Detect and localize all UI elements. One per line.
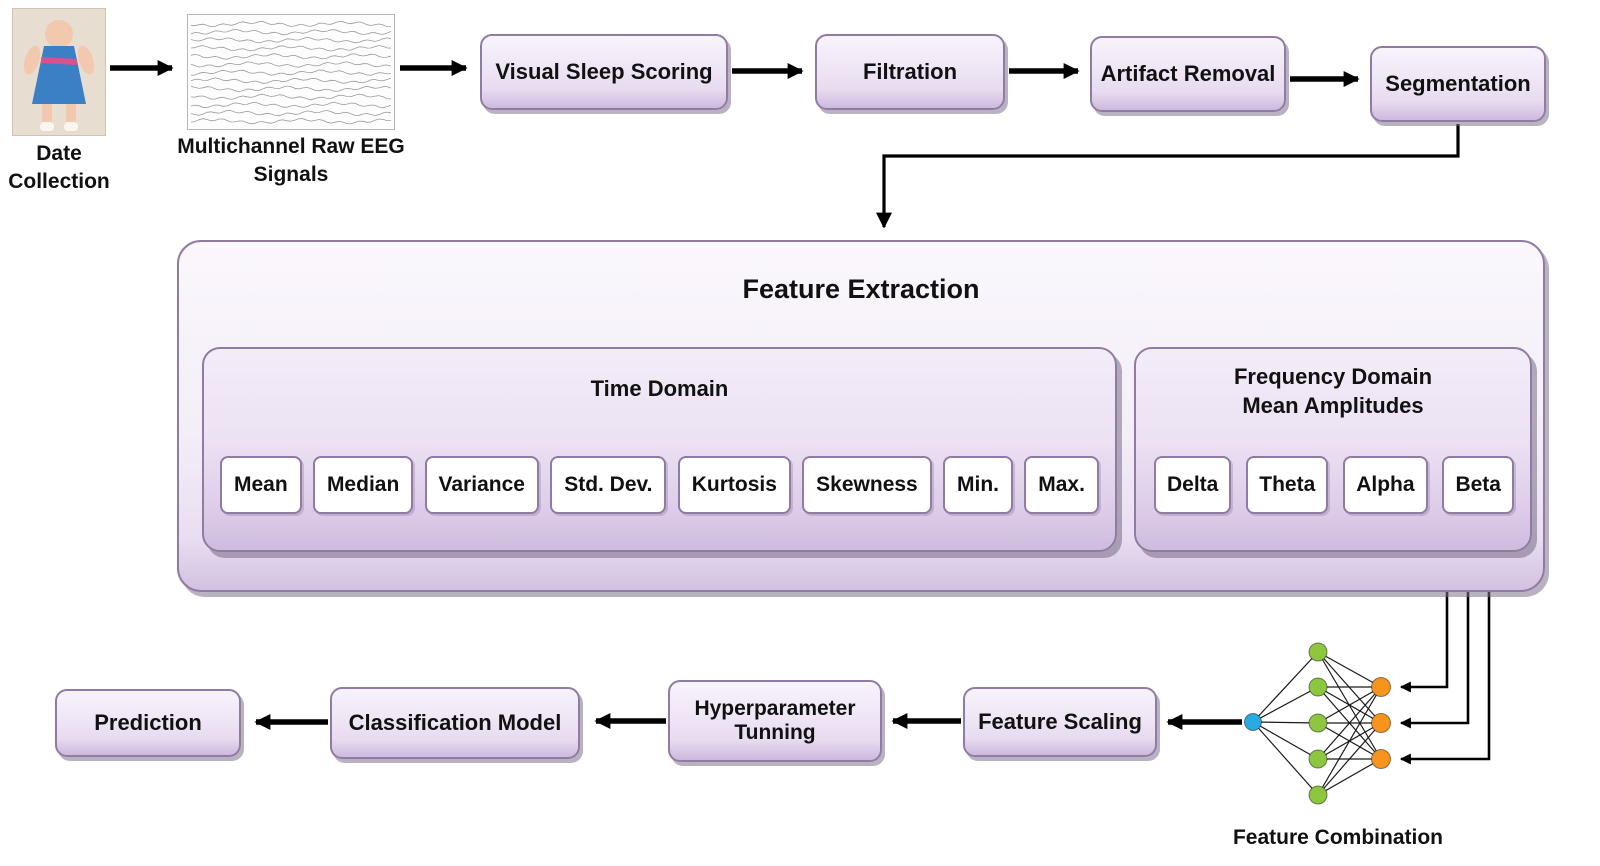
feature-extraction-panel: Feature Extraction Time Domain Mean Medi… xyxy=(177,240,1545,592)
step-filtration: Filtration xyxy=(815,34,1005,110)
nn-edge xyxy=(1317,722,1382,796)
feature-extraction-title: Feature Extraction xyxy=(742,274,980,304)
eeg-trace xyxy=(190,36,392,44)
eeg-trace xyxy=(190,69,392,76)
step-visual-sleep-scoring: Visual Sleep Scoring xyxy=(480,34,728,110)
eeg-trace xyxy=(190,77,392,84)
feature-combination-network xyxy=(1244,642,1391,805)
nn-node-green xyxy=(1308,677,1328,697)
nn-edge xyxy=(1252,721,1319,760)
nn-edge xyxy=(1317,722,1382,760)
chip-std-dev: Std. Dev. xyxy=(550,456,667,514)
chip-theta: Theta xyxy=(1246,456,1329,514)
eeg-trace xyxy=(190,20,392,28)
nn-edge xyxy=(1317,686,1382,724)
time-domain-chips: Mean Median Variance Std. Dev. Kurtosis … xyxy=(220,456,1099,514)
nn-node-green xyxy=(1308,749,1328,769)
chip-max: Max. xyxy=(1024,456,1099,514)
chip-delta: Delta xyxy=(1154,456,1232,514)
eeg-trace xyxy=(190,118,391,125)
eeg-trace xyxy=(190,45,392,52)
nn-edge xyxy=(1317,686,1382,724)
chip-median: Median xyxy=(312,456,414,514)
nn-node-orange xyxy=(1371,749,1391,769)
nn-edge xyxy=(1317,686,1382,760)
nn-edge xyxy=(1317,758,1382,796)
eeg-trace xyxy=(190,53,392,60)
chip-alpha: Alpha xyxy=(1343,456,1428,514)
nn-edge xyxy=(1317,651,1382,688)
nn-node-green xyxy=(1308,713,1328,733)
eeg-trace xyxy=(190,101,392,109)
frequency-domain-chips: Delta Theta Alpha Beta xyxy=(1154,456,1514,514)
eeg-signal-image xyxy=(187,14,395,130)
step-feature-scaling: Feature Scaling xyxy=(963,687,1157,757)
eeg-label: Multichannel Raw EEG Signals xyxy=(177,135,405,187)
step-artifact-removal: Artifact Removal xyxy=(1090,36,1286,112)
nn-edge xyxy=(1317,651,1382,724)
step-hyperparameter-tunning: Hyperparameter Tunning xyxy=(668,680,882,762)
arrow-fe-to-node-1 xyxy=(1399,592,1449,693)
eeg-trace xyxy=(190,61,392,68)
nn-edge xyxy=(1252,721,1319,796)
eeg-trace xyxy=(190,85,392,93)
frequency-domain-title: Frequency Domain Mean Amplitudes xyxy=(1233,364,1433,418)
step-segmentation: Segmentation xyxy=(1370,46,1546,122)
feature-combination-label: Feature Combination xyxy=(1232,826,1443,849)
nn-edge xyxy=(1252,686,1319,723)
nn-node-blue xyxy=(1244,713,1262,731)
chip-skewness: Skewness xyxy=(802,456,932,514)
baby-photo xyxy=(11,7,107,141)
nn-edge xyxy=(1317,651,1382,760)
data-collection-label: Date Collection xyxy=(8,142,110,194)
chip-kurtosis: Kurtosis xyxy=(677,456,791,514)
nn-edge xyxy=(1252,651,1319,723)
nn-node-green xyxy=(1308,785,1328,805)
arrow-fe-to-node-2 xyxy=(1399,592,1470,729)
eeg-trace xyxy=(190,93,392,101)
eeg-trace xyxy=(190,110,392,117)
step-prediction: Prediction xyxy=(55,689,241,757)
chip-variance: Variance xyxy=(424,456,539,514)
step-classification-model: Classification Model xyxy=(330,687,580,759)
nn-edge xyxy=(1317,686,1382,760)
chip-beta: Beta xyxy=(1442,456,1514,514)
time-domain-title: Time Domain xyxy=(590,376,729,401)
nn-edge xyxy=(1252,721,1319,724)
time-domain-panel: Time Domain Mean Median Variance Std. De… xyxy=(202,347,1117,552)
nn-edge xyxy=(1317,686,1382,796)
chip-min: Min. xyxy=(943,456,1013,514)
frequency-domain-panel: Frequency Domain Mean Amplitudes Delta T… xyxy=(1134,347,1532,552)
chip-mean: Mean xyxy=(220,456,302,514)
nn-node-orange xyxy=(1371,677,1391,697)
nn-edge xyxy=(1317,722,1382,760)
baby-photo-image xyxy=(11,7,107,137)
arrow-segmentation-to-feature-extraction xyxy=(876,124,1460,229)
nn-node-green xyxy=(1308,642,1328,662)
eeg-traces xyxy=(190,20,392,125)
nn-node-orange xyxy=(1371,713,1391,733)
eeg-trace xyxy=(190,28,392,36)
arrow-fe-to-node-3 xyxy=(1399,592,1491,765)
